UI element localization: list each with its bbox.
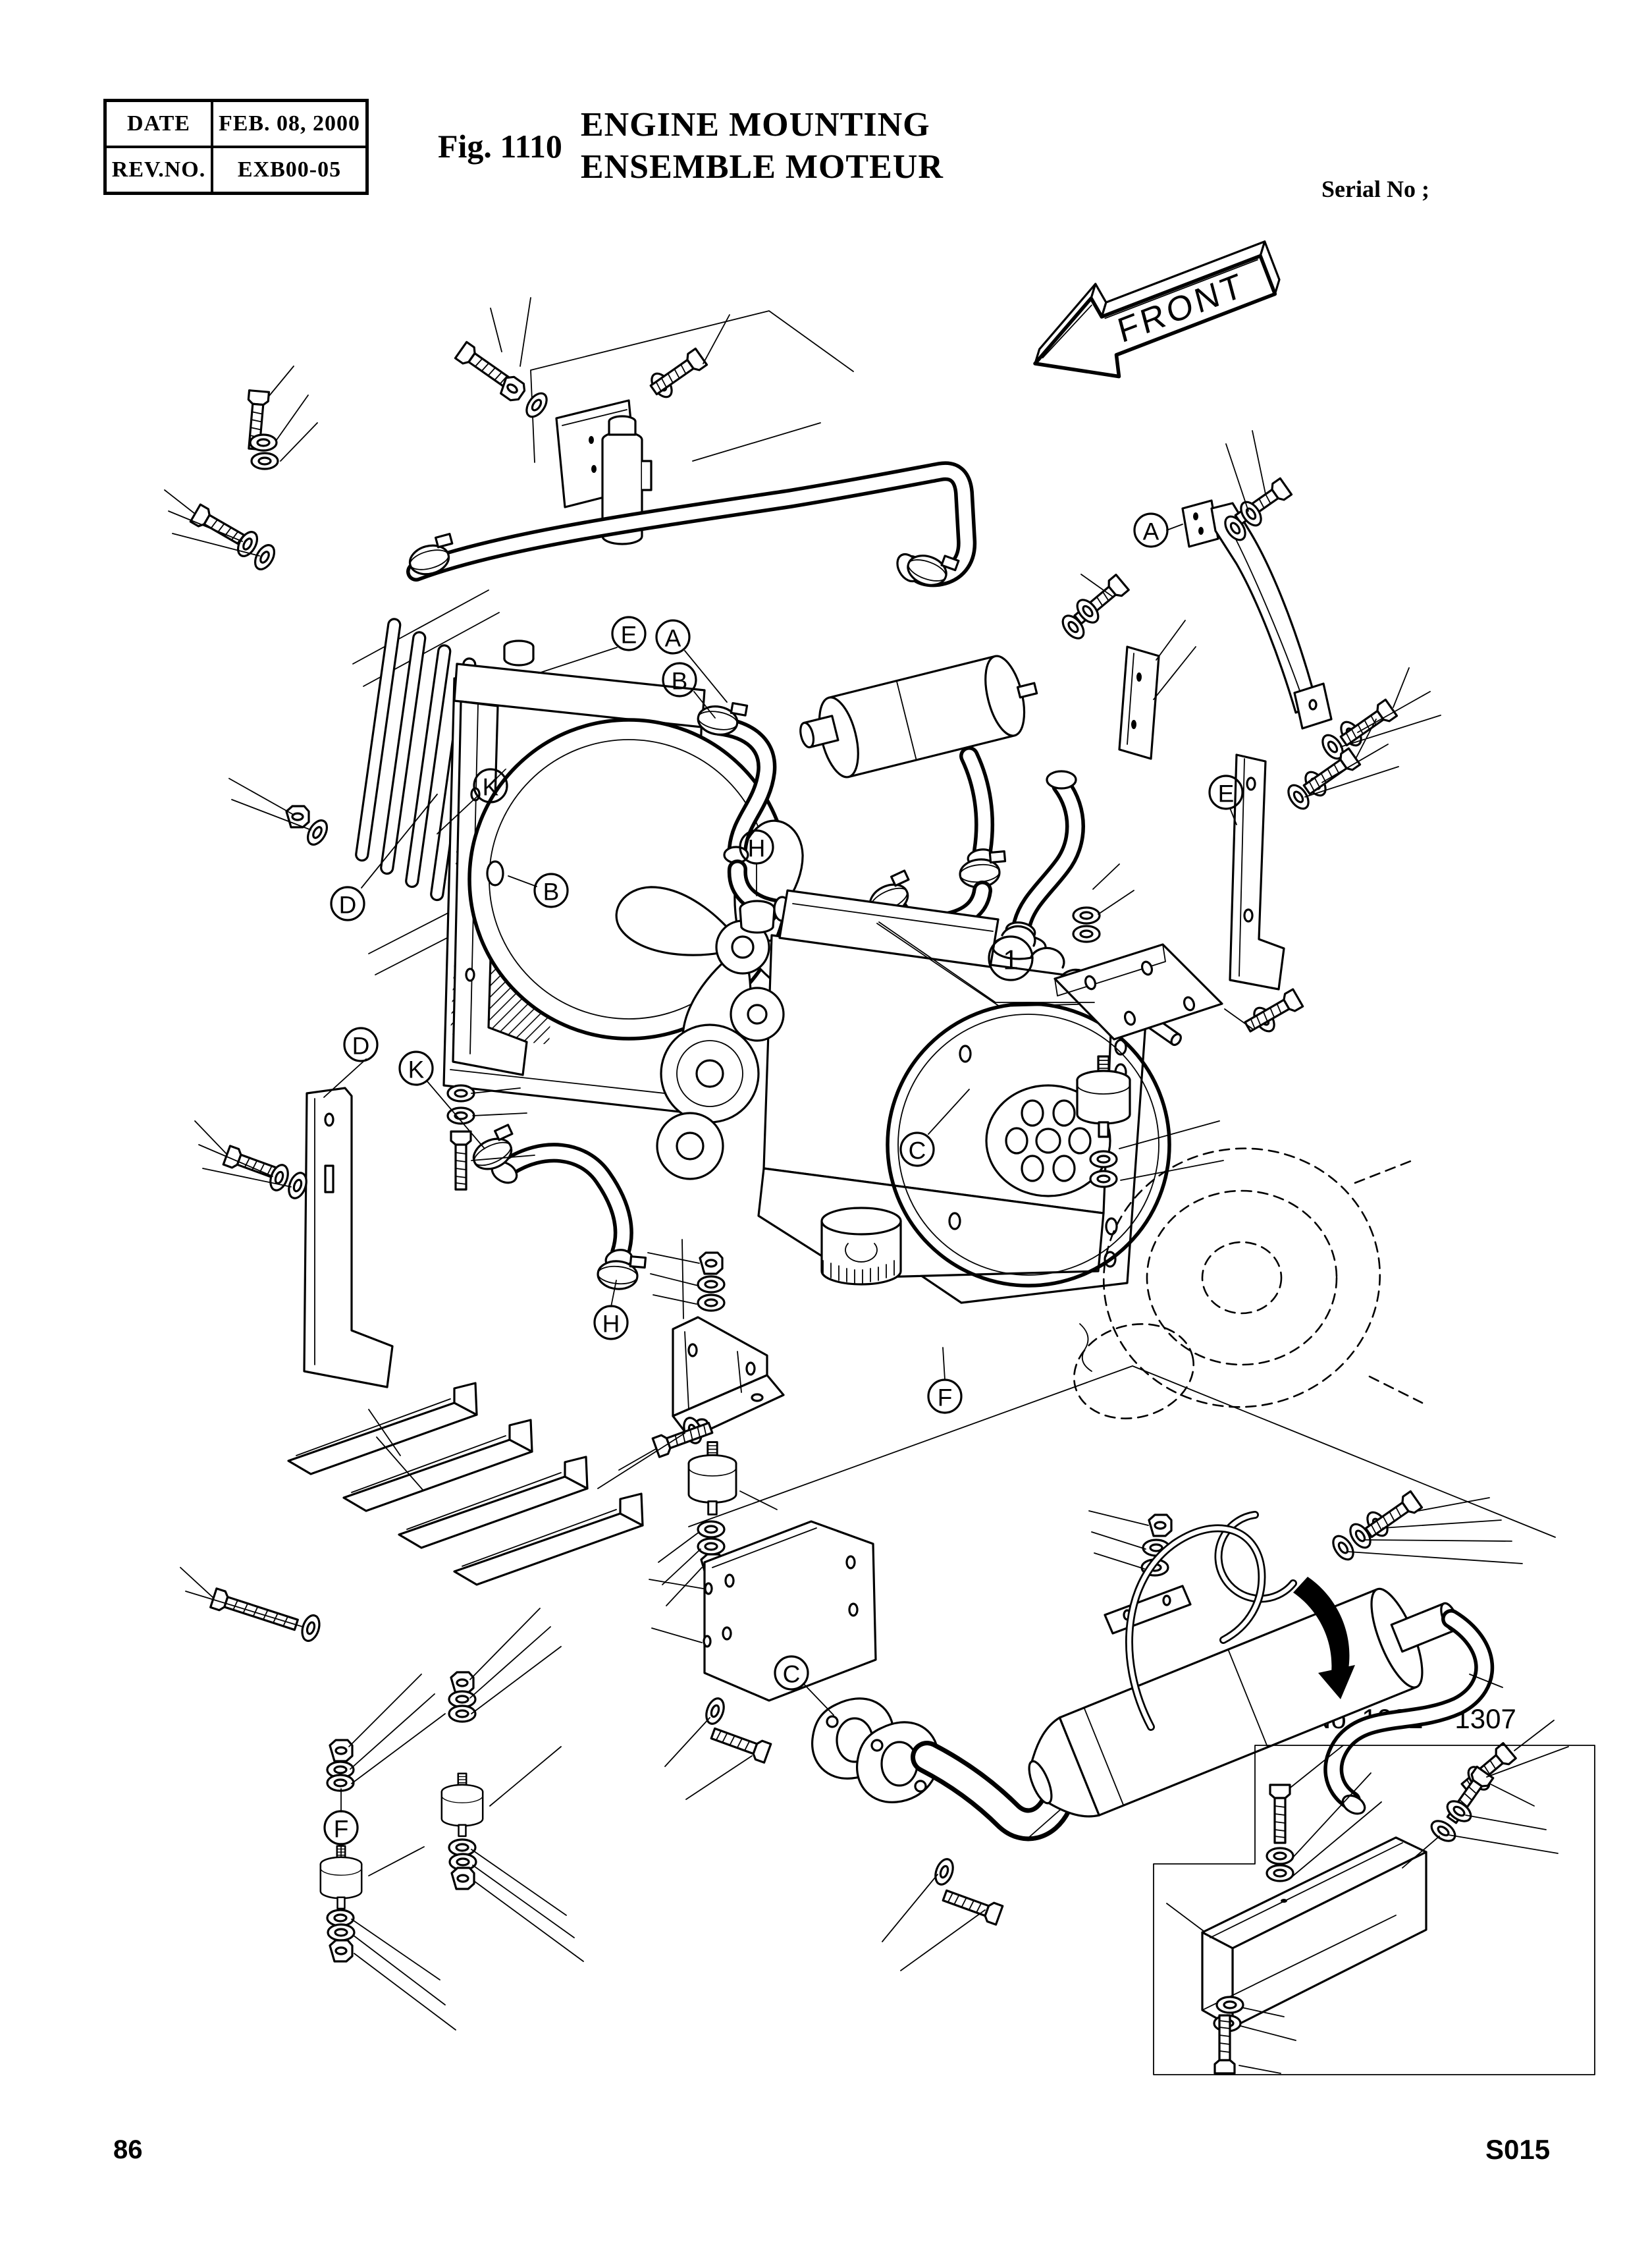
svg-text:C: C [909, 1137, 926, 1164]
callout-k: K [473, 768, 508, 804]
figure-number: Fig. 1110 [438, 128, 562, 165]
radiator [442, 640, 790, 1191]
svg-text:D: D [352, 1033, 370, 1060]
engine-block [656, 889, 1182, 1304]
svg-text:K: K [408, 1056, 425, 1083]
revision-table: DATE FEB. 08, 2000 REV.NO. EXB00-05 [103, 99, 369, 195]
date-label: DATE [107, 102, 213, 146]
bracket-a [1181, 477, 1399, 763]
callout-h: H [739, 829, 774, 865]
svg-text:F: F [938, 1384, 953, 1411]
air-cleaner-bracket [1118, 645, 1160, 760]
part-number-badge: 1 [988, 935, 1034, 981]
serial-note: Serial No ; [1321, 176, 1429, 202]
callout-d: D [343, 1027, 379, 1062]
callout-h: H [593, 1305, 629, 1340]
callout-c: C [899, 1132, 935, 1167]
svg-text:C: C [783, 1661, 801, 1688]
svg-text:1: 1 [1003, 944, 1018, 975]
callout-f: F [927, 1378, 963, 1414]
page-title-fr: ENSEMBLE MOTEUR [580, 148, 944, 186]
side-panels [209, 1382, 644, 1645]
svg-text:A: A [665, 625, 681, 652]
callout-b: B [533, 873, 569, 908]
oil-filler-neck [739, 900, 776, 934]
callout-a: A [655, 619, 691, 655]
revno-label: REV.NO. [107, 148, 213, 192]
svg-text:B: B [672, 668, 688, 695]
lower-radiator-hose [465, 1124, 647, 1293]
svg-text:K: K [483, 774, 499, 801]
svg-text:B: B [543, 879, 560, 906]
upper-radiator-hose [404, 461, 977, 594]
inset-box [1153, 1745, 1595, 2075]
muffler-assembly [702, 1490, 1517, 1926]
ghost-transmission [1073, 1147, 1424, 1419]
muffler-plate [703, 1520, 877, 1702]
gusset-bracket [672, 1316, 768, 1417]
engine-mount-center [651, 1251, 785, 1577]
page-title-en: ENGINE MOUNTING [580, 106, 930, 144]
callout-e: E [1208, 775, 1244, 810]
muffler [1028, 1587, 1459, 1818]
revno-value: EXB00-05 [237, 157, 342, 182]
bracket-d [222, 1087, 394, 1388]
figure-header: Fig. 1110 ENGINE MOUNTING ENSEMBLE MOTEU… [438, 104, 944, 188]
leader-lines [164, 297, 1569, 2074]
flywheel [886, 1002, 1171, 1288]
svg-text:E: E [1218, 780, 1235, 807]
svg-text:F: F [334, 1816, 349, 1843]
front-arrow: FRONT [1033, 240, 1281, 379]
engine-mount-right [876, 906, 1304, 1188]
bracket-e [1229, 747, 1362, 991]
mount-plate [1053, 943, 1223, 1041]
callout-d: D [330, 886, 365, 921]
oil-filter [820, 1207, 902, 1286]
table-row: DATE FEB. 08, 2000 [107, 102, 365, 146]
callout-c: C [774, 1655, 809, 1691]
doc-code: S015 [1485, 2134, 1551, 2165]
svg-text:H: H [748, 835, 766, 862]
callout-a: A [1133, 512, 1169, 548]
callout-f: F [323, 1810, 359, 1845]
callout-b: B [662, 662, 697, 697]
date-value: FEB. 08, 2000 [218, 111, 361, 136]
svg-text:E: E [621, 622, 637, 649]
svg-text:H: H [602, 1311, 620, 1338]
callout-k: K [398, 1051, 434, 1086]
callout-e: E [611, 616, 647, 651]
svg-text:D: D [339, 892, 357, 919]
svg-text:A: A [1143, 518, 1159, 545]
direction-arrow [1293, 1577, 1350, 1673]
table-row: REV.NO. EXB00-05 [107, 146, 365, 192]
air-cleaner [695, 574, 1160, 960]
page-number: 86 [113, 2135, 143, 2164]
